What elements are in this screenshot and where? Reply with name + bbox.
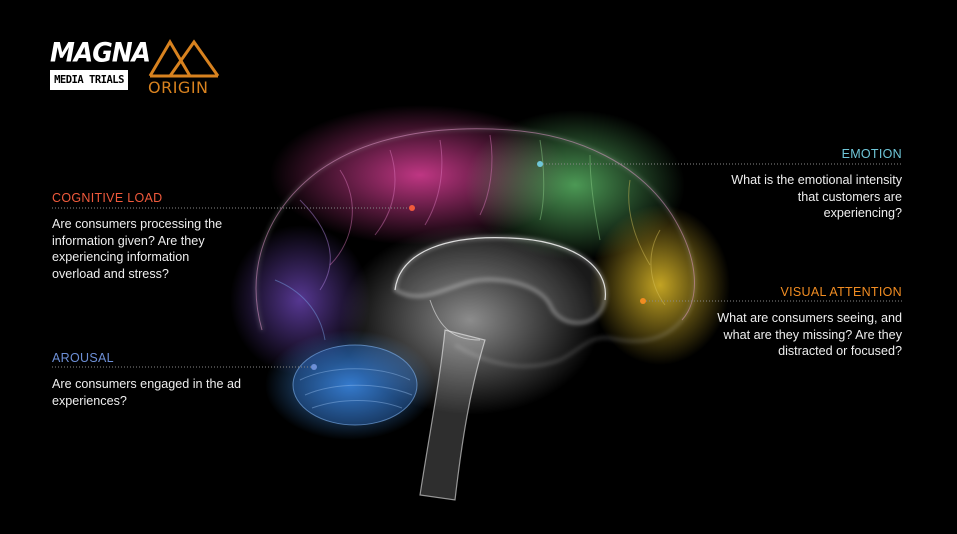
origin-logo: ORIGIN	[146, 38, 222, 97]
arousal-title: AROUSAL	[52, 351, 114, 365]
cognitive-load-text: Are consumers processing the information…	[52, 217, 223, 281]
cognitive-dot	[409, 205, 415, 211]
yellow-region	[590, 205, 730, 365]
cognitive-load-title: COGNITIVE LOAD	[52, 191, 163, 205]
callout-emotion: EMOTION What is the emotional intensity …	[720, 146, 902, 222]
arousal-dot	[311, 364, 317, 370]
emotion-dot	[537, 161, 543, 167]
emotion-title: EMOTION	[841, 147, 902, 161]
visual-attention-title: VISUAL ATTENTION	[780, 285, 902, 299]
callout-cognitive-load: COGNITIVE LOAD Are consumers processing …	[52, 190, 237, 282]
callout-visual-attention: VISUAL ATTENTION What are consumers seei…	[692, 284, 902, 360]
magna-logo: MAGNA MEDIA TRIALS	[50, 37, 151, 90]
arousal-text: Are consumers engaged in the ad experien…	[52, 377, 242, 408]
visual-attention-text: What are consumers seeing, and what are …	[717, 311, 902, 358]
callout-arousal: AROUSAL Are consumers engaged in the ad …	[52, 350, 252, 409]
magna-wordmark: MAGNA	[50, 37, 151, 68]
origin-wordmark: ORIGIN	[148, 78, 209, 97]
visual-dot	[640, 298, 646, 304]
emotion-text: What is the emotional intensity that cus…	[731, 173, 902, 220]
origin-mountain-icon	[148, 39, 220, 78]
media-trials-label: MEDIA TRIALS	[50, 70, 128, 90]
